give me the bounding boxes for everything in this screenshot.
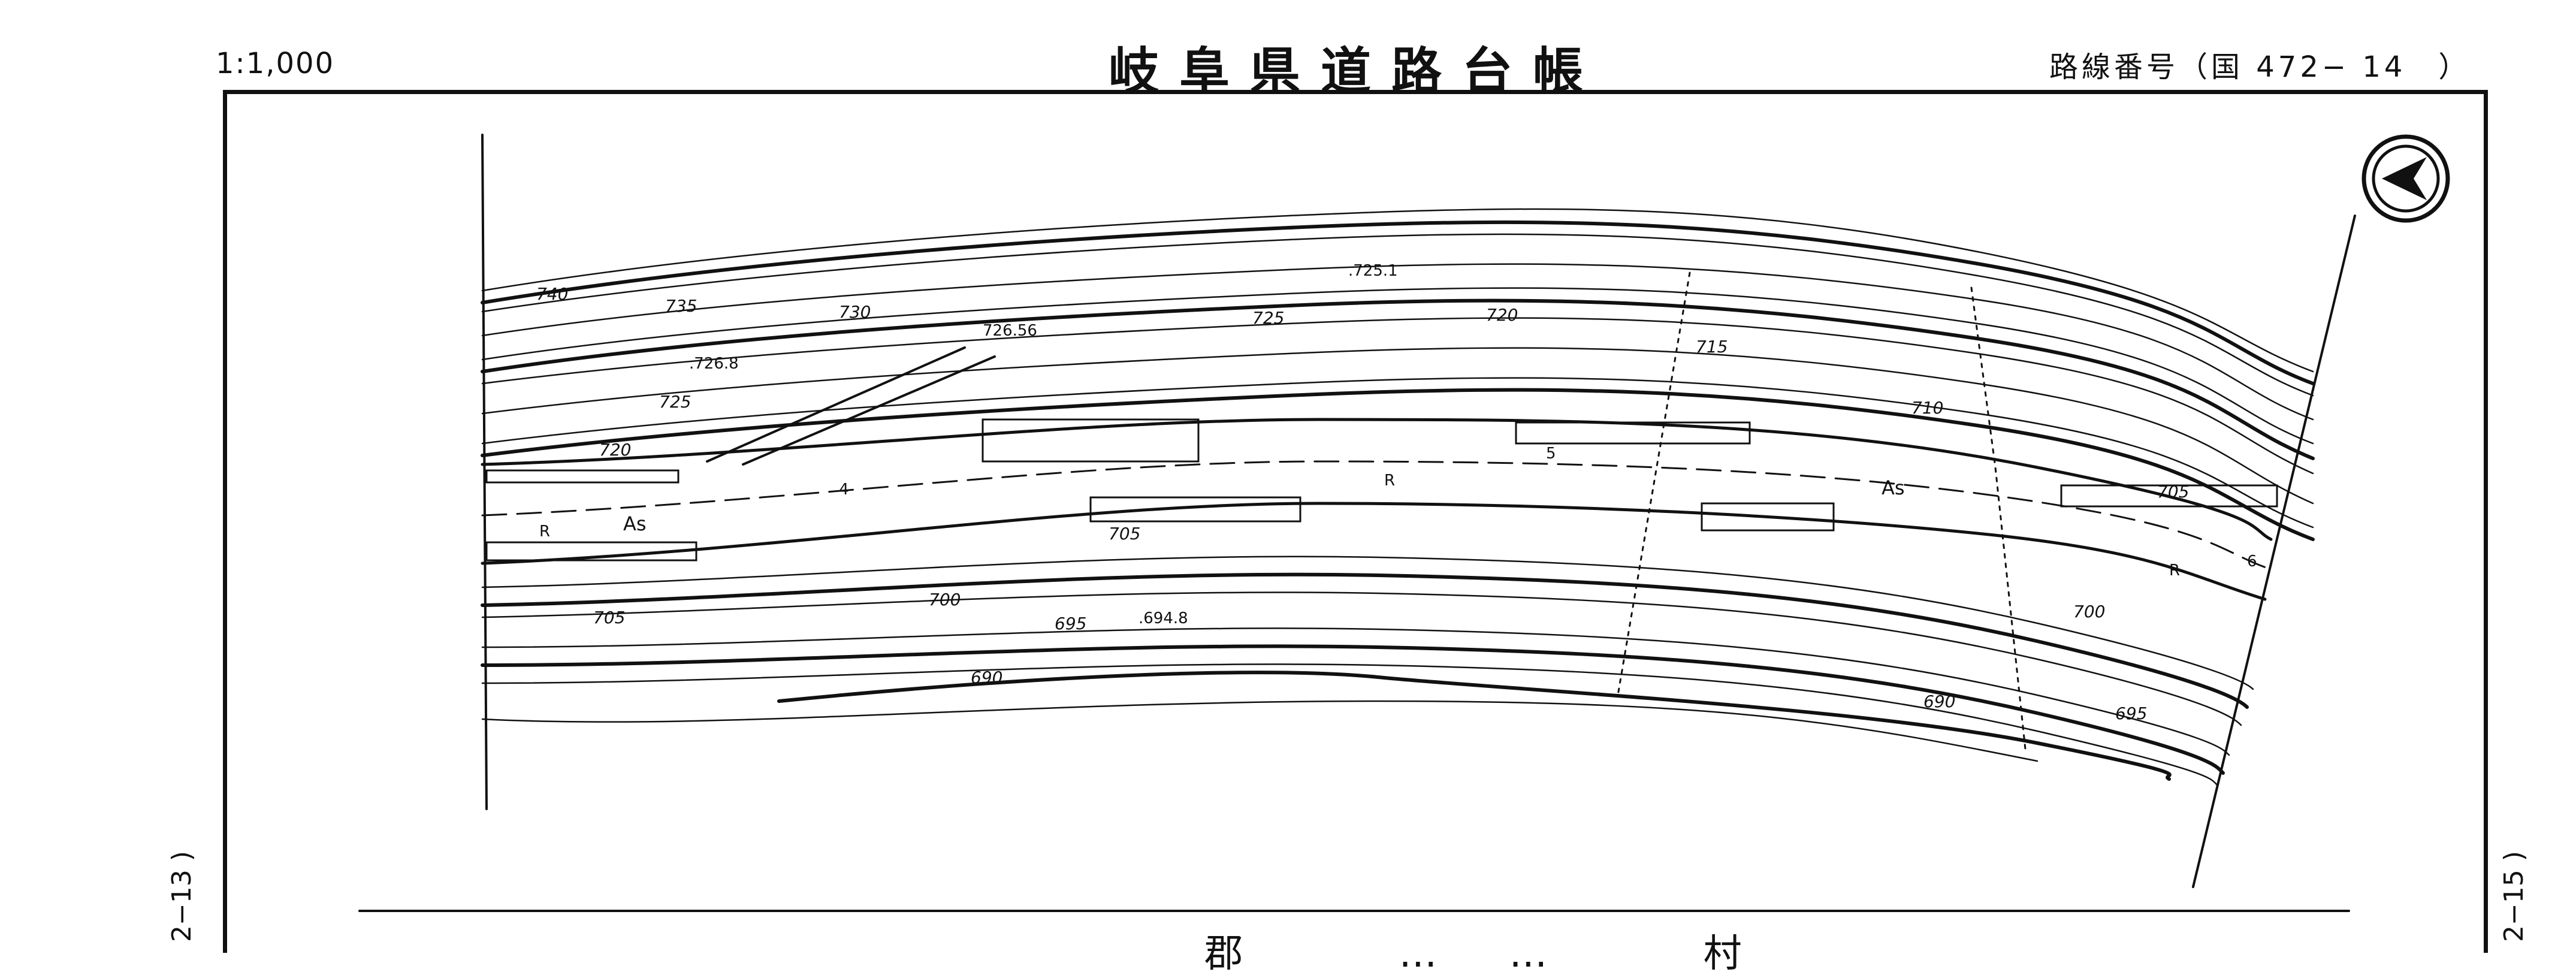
station-label: 5 [1546, 445, 1556, 463]
road-label: As [623, 512, 647, 535]
map-cut-line-left [481, 134, 488, 810]
map-frame [223, 90, 2488, 953]
contour-label: 720 [1486, 305, 1518, 325]
spot-height: 726.56 [983, 322, 1037, 340]
index-contours-upper [481, 220, 2315, 541]
map-cut-line-right [2192, 215, 2356, 888]
branch-road [706, 346, 996, 466]
contour-label: 725 [659, 392, 691, 412]
contour-label: 695 [2115, 704, 2147, 723]
spot-height: .725.1 [1348, 262, 1398, 280]
route-number: 路線番号（国 472− 14 ） [2049, 50, 2471, 84]
contour-lines-lower [481, 556, 2254, 786]
contour-label: 705 [1109, 524, 1140, 544]
road-label: R [2169, 562, 2180, 579]
index-contours-lower [481, 572, 2249, 781]
road-centre-line [481, 460, 2272, 570]
contour-label: 690 [971, 668, 1002, 687]
boundary-lines [1617, 271, 2027, 750]
contour-label: 695 [1055, 614, 1086, 633]
contour-label: 730 [839, 302, 871, 322]
map-scale: 1:1,000 [216, 47, 335, 80]
contour-label: 690 [1923, 692, 1955, 711]
contour-label: 735 [665, 296, 697, 316]
spot-height: .694.8 [1138, 609, 1188, 627]
road-edges [481, 418, 2273, 601]
contour-label: 705 [593, 608, 625, 627]
station-label: 6 [2247, 553, 2257, 570]
footer-text: 郡 …… 村 [1204, 932, 1814, 976]
north-arrow-icon [2361, 134, 2450, 223]
road-map: 740 735 730 725 725 720 720 715 710 705 … [358, 134, 2450, 912]
retaining-walls [485, 418, 2278, 562]
spot-height: .726.8 [689, 355, 739, 373]
contour-label: 725 [1252, 308, 1284, 328]
road-label: R [1384, 472, 1395, 490]
contour-label: 710 [1911, 398, 1943, 418]
contour-label: 705 [2157, 482, 2189, 502]
contour-label: 700 [2073, 602, 2105, 621]
road-label: As [1882, 476, 1905, 499]
contour-label: 740 [536, 284, 568, 304]
contour-label: 700 [929, 590, 961, 609]
contour-label: 720 [599, 440, 631, 460]
contour-label: 715 [1696, 337, 1728, 357]
road-label: R [539, 523, 550, 541]
contour-lines-upper [481, 208, 2314, 529]
station-label: 4 [839, 481, 849, 499]
